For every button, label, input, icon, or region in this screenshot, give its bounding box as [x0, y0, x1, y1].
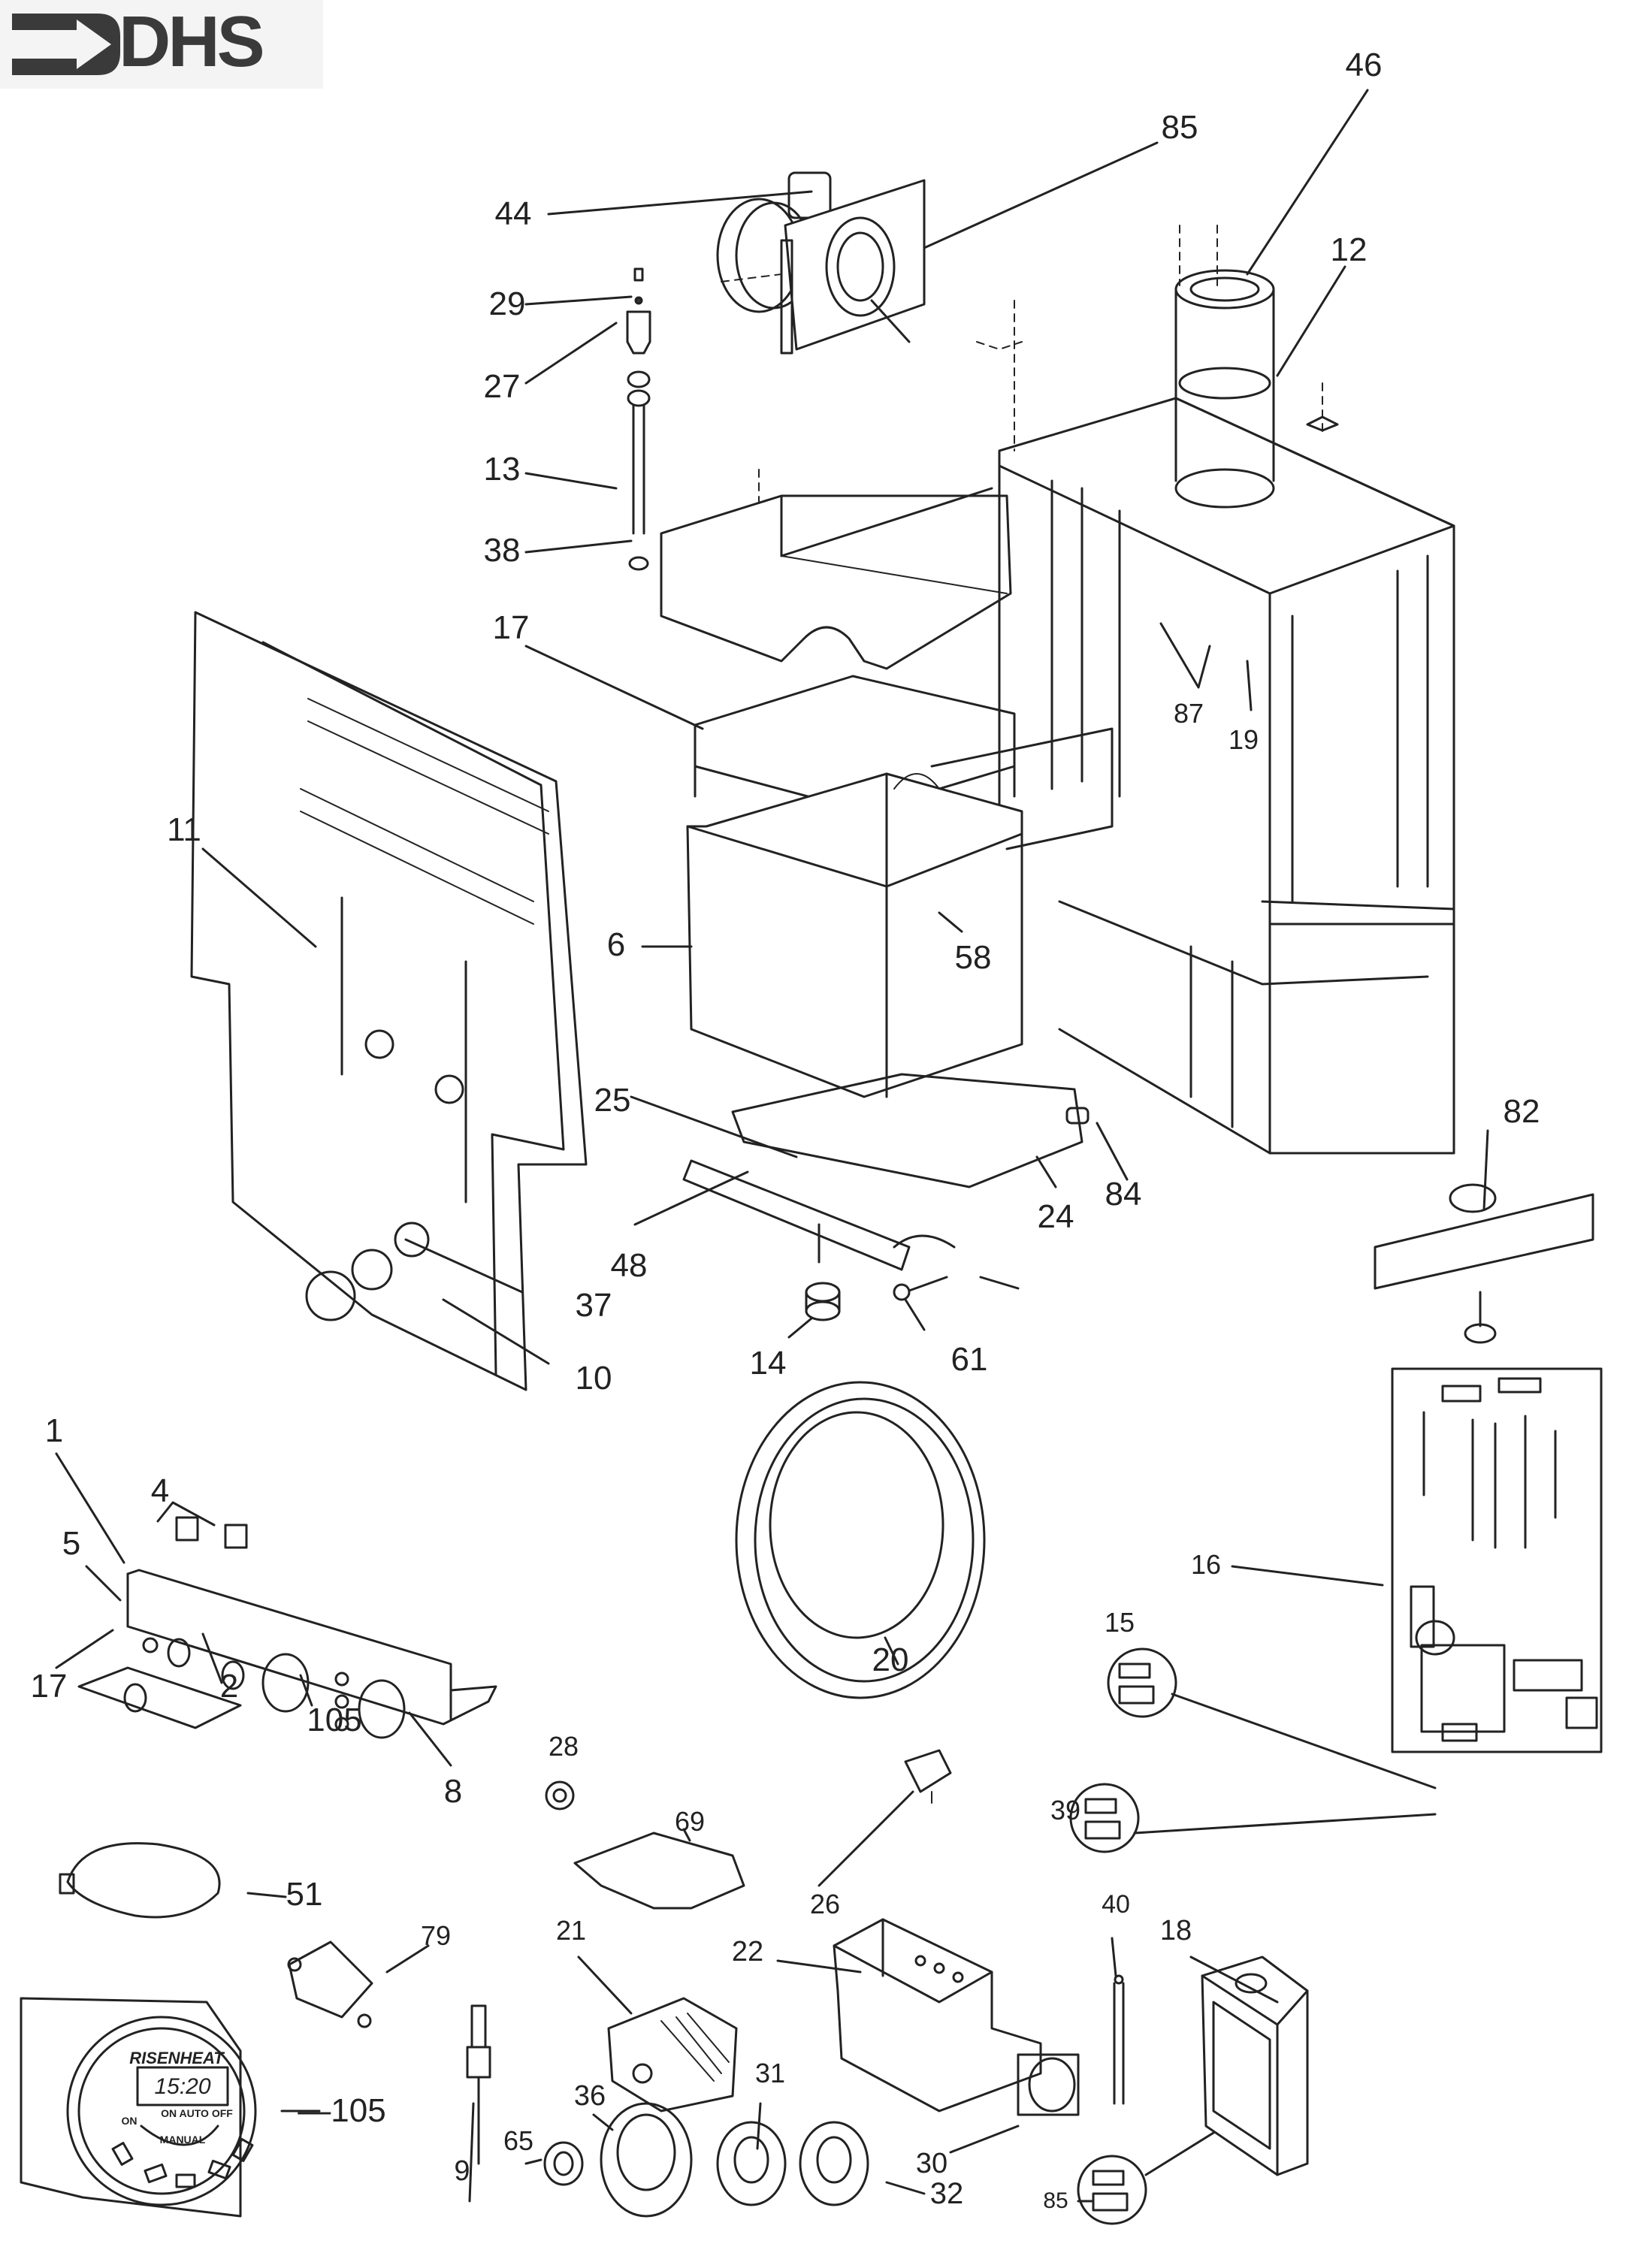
part-label: 51	[286, 1876, 323, 1913]
gas-valve	[833, 1918, 1042, 2112]
temperature-sensor	[466, 2004, 491, 2165]
part-label: 17	[492, 609, 530, 646]
part-label: 79	[420, 1920, 452, 1951]
washers	[543, 2053, 1080, 2218]
part-label: 21	[555, 1915, 587, 1946]
part-label: 105	[307, 1702, 362, 1738]
part-label: 58	[954, 939, 992, 976]
logo-text: DHS	[119, 2, 265, 82]
part-label: 11	[167, 811, 201, 848]
part-label: 19	[1228, 724, 1259, 755]
part-label: 29	[488, 285, 526, 322]
part-label: 10	[575, 1360, 612, 1397]
part-label: 87	[1173, 698, 1204, 729]
part-label: 5	[62, 1525, 81, 1562]
front-panel	[190, 611, 588, 1391]
part-label: 27	[483, 368, 521, 405]
burner	[682, 1073, 1089, 1271]
part-label: 48	[610, 1247, 648, 1284]
part-label: 44	[494, 195, 532, 232]
boiler-casing	[998, 397, 1455, 1155]
part-label: 38	[483, 532, 521, 569]
part-label: 17	[30, 1668, 68, 1705]
part-label: 30	[915, 2148, 948, 2179]
part-label: 6	[606, 926, 626, 963]
timer-on-label: ON	[121, 2115, 138, 2127]
electrode	[1113, 1974, 1125, 2105]
part-label: —105	[298, 2092, 386, 2129]
pump-motor	[607, 1997, 738, 2112]
fan-assembly	[716, 171, 926, 355]
part-label: 39	[1050, 1795, 1081, 1826]
part-label: 24	[1037, 1198, 1074, 1235]
base-parts	[735, 1234, 1020, 1699]
pcb	[1391, 1367, 1603, 1753]
part-label: 13	[483, 451, 521, 488]
part-label: 4	[150, 1472, 170, 1509]
timer-brand-text: RISENHEAT	[129, 2049, 224, 2067]
part-label: 32	[929, 2177, 964, 2210]
part-label: 20	[872, 1641, 909, 1678]
part-label: 22	[731, 1936, 764, 1968]
part-label: 18	[1159, 1915, 1192, 1946]
part-label: 25	[594, 1082, 631, 1119]
cable	[59, 1842, 221, 1919]
heat-exchanger	[686, 675, 1114, 1098]
part-label: 61	[950, 1341, 988, 1378]
part-label: 82	[1503, 1093, 1540, 1130]
part-label: 2	[219, 1668, 239, 1705]
part-label: 14	[749, 1345, 787, 1382]
part-label: 28	[548, 1731, 579, 1762]
part-label: 26	[809, 1889, 841, 1919]
misc-small-parts	[545, 1749, 952, 1910]
control-box	[1201, 1955, 1309, 2176]
sensing-tube	[626, 267, 651, 571]
timer-display: 15:20	[154, 2074, 211, 2099]
control-panel	[77, 1516, 497, 1739]
part-label: 37	[575, 1287, 612, 1324]
part-label: 84	[1105, 1176, 1142, 1213]
part-label: 36	[573, 2080, 606, 2112]
part-label: 1	[44, 1412, 64, 1449]
timer-manual-label: MANUAL	[159, 2134, 206, 2146]
flue-ring	[976, 225, 1339, 482]
dhs-logo: DHS	[0, 0, 323, 89]
part-label: 65	[503, 2125, 534, 2156]
part-label: 69	[674, 1806, 706, 1837]
timer-mode-labels: ON AUTO OFF	[161, 2107, 233, 2119]
part-label: 40	[1102, 1890, 1130, 1919]
part-label: 9	[454, 2155, 470, 2187]
part-label: 15	[1104, 1607, 1135, 1638]
part-label: 31	[754, 2058, 786, 2088]
flue-hood	[660, 469, 1012, 670]
part-label: 8	[443, 1773, 463, 1810]
part-label: 46	[1345, 47, 1383, 83]
arrow-logo-icon	[12, 14, 120, 75]
leader-lines	[55, 89, 1489, 2203]
part-label: 85	[1043, 2188, 1068, 2213]
diverter-valve	[1374, 1183, 1594, 1344]
part-label: 85	[1161, 109, 1198, 146]
timer-unit	[20, 1997, 257, 2218]
part-label: 16	[1190, 1549, 1222, 1580]
part-label: 12	[1330, 231, 1368, 268]
relay	[287, 1940, 373, 2028]
